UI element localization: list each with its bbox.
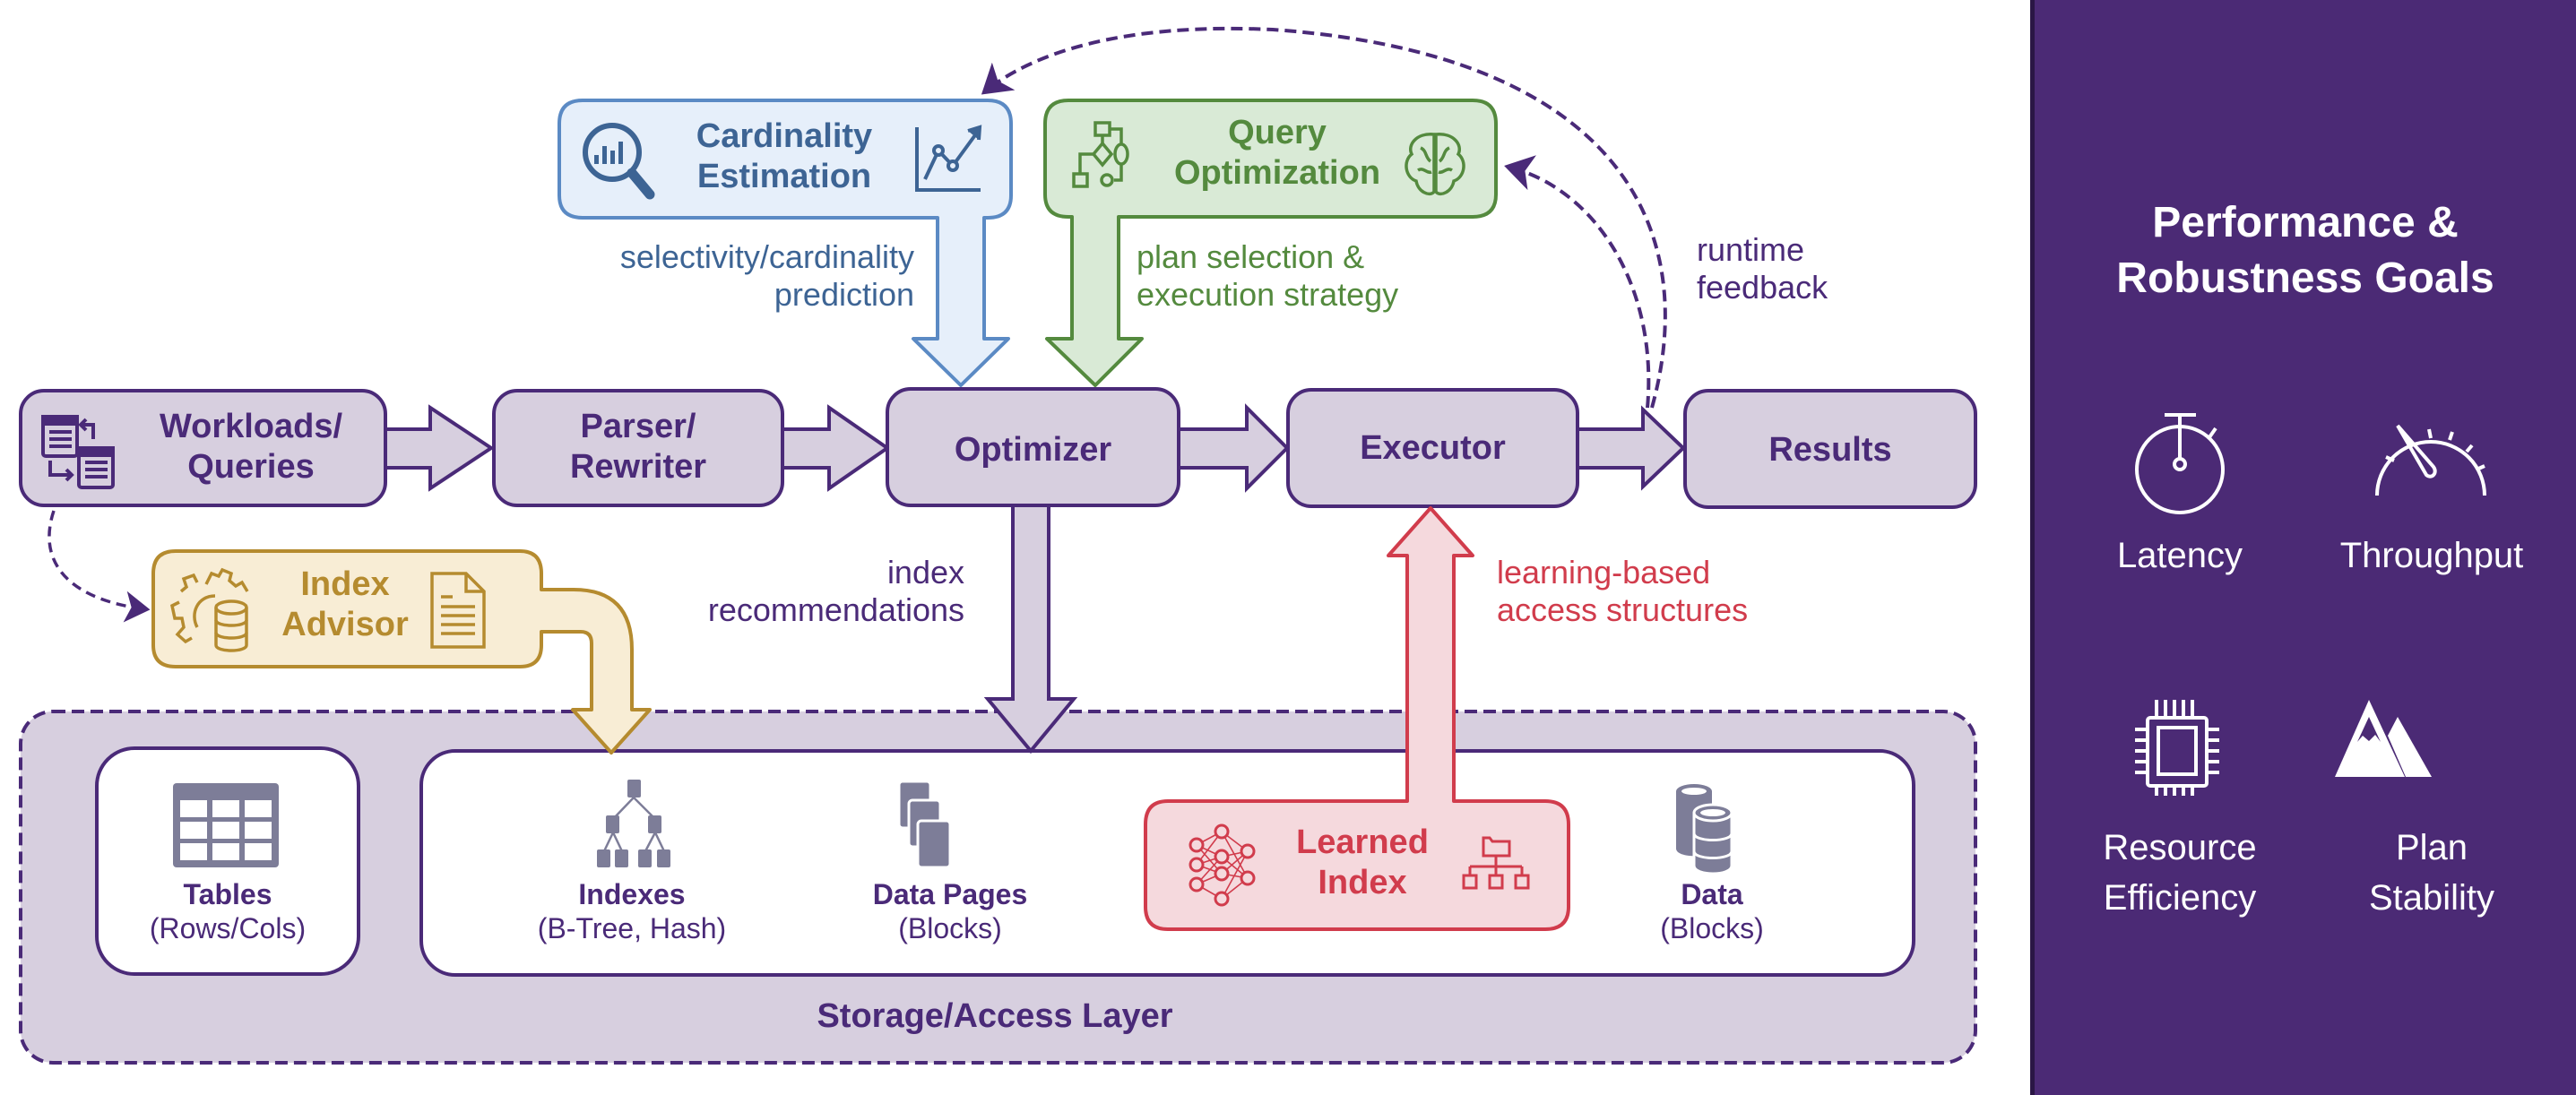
learned-index-title-line1: Learned [1296, 823, 1429, 861]
document-icon [430, 572, 486, 649]
learned-index-title-line2: Index [1318, 863, 1407, 901]
cpu-chip-icon [2135, 700, 2219, 796]
index-advisor-title-line1: Index [300, 565, 390, 603]
table-grid-icon [173, 783, 279, 867]
workloads-label: Workloads/ Queries [134, 407, 367, 487]
brain-icon [1405, 133, 1465, 196]
cardinality-estimation-box[interactable] [558, 99, 1013, 387]
goal-plan-stability: Plan Stability [2320, 823, 2544, 923]
storage-layer-label: Storage/Access Layer [817, 997, 1173, 1035]
query-optimization-title-line1: Query [1228, 114, 1327, 151]
index-recommendations-label: index recommendations [627, 554, 964, 630]
executor-box[interactable] [1286, 388, 1579, 508]
index-advisor-box[interactable] [151, 549, 652, 754]
goal-label-line2: Stability [2368, 878, 2495, 918]
index-recommendations-line1: index [886, 554, 964, 591]
stopwatch-icon [2135, 413, 2225, 514]
storage-item-title: Indexes [578, 878, 686, 910]
storage-item-subtitle: (Rows/Cols) [149, 911, 307, 944]
arrow-optimizer-to-executor [1176, 403, 1290, 493]
learned-index-caption-line1: learning-based [1497, 554, 1711, 591]
storage-item-title: Data [1681, 878, 1743, 910]
storage-item-data: Data (Blocks) [1586, 878, 1837, 946]
goals-title-line2: Robustness Goals [2116, 254, 2494, 303]
index-advisor-title-line2: Advisor [281, 605, 409, 643]
folder-hierarchy-icon [1462, 836, 1530, 890]
query-optimization-box[interactable] [1043, 99, 1498, 387]
cardinality-caption-line2: prediction [774, 276, 914, 314]
goal-label-line1: Latency [2116, 536, 2243, 575]
runtime-feedback-label: runtime feedback [1697, 231, 1930, 307]
gear-database-icon [170, 567, 249, 652]
goal-label-line1: Plan [2395, 828, 2468, 867]
goal-throughput: Throughput [2320, 535, 2544, 577]
goals-title-line1: Performance & [2152, 199, 2459, 246]
storage-item-tables: Tables (Rows/Cols) [97, 878, 359, 946]
cardinality-title-line2: Estimation [696, 157, 872, 195]
workloads-label-line2: Queries [187, 447, 315, 486]
storage-item-subtitle: (Blocks) [898, 911, 1002, 944]
storage-item-data-pages: Data Pages (Blocks) [825, 878, 1076, 946]
executor-label: Executor [1360, 429, 1506, 467]
query-optimization-title-line2: Optimization [1173, 153, 1381, 192]
speedometer-icon [2375, 424, 2486, 496]
results-label: Results [1768, 431, 1892, 469]
parser-label-line2: Rewriter [569, 447, 707, 486]
query-optimization-title: Query Optimization [1147, 113, 1407, 194]
results-box[interactable] [1683, 389, 1977, 509]
flowchart-icon [1072, 121, 1129, 188]
goal-label-line1: Resource [2103, 828, 2257, 867]
query-optimization-caption-line2: execution strategy [1137, 276, 1399, 314]
optimizer-box[interactable] [886, 387, 1180, 507]
parser-label-line1: Parser/ [580, 408, 696, 445]
mountain-icon [2335, 700, 2432, 777]
learned-index-caption: learning-based access structures [1497, 554, 1873, 630]
optimizer-label: Optimizer [954, 431, 1112, 469]
query-optimization-caption: plan selection & execution strategy [1137, 238, 1567, 315]
magnifier-chart-icon [583, 123, 655, 200]
cardinality-caption-line1: selectivity/cardinality [619, 238, 914, 275]
runtime-feedback-arc-to-cardinality [981, 26, 1667, 409]
goal-label-line2: Efficiency [2103, 878, 2257, 918]
index-recommendations-arrow [983, 500, 1078, 754]
cardinality-title-line1: Cardinality [696, 117, 873, 155]
goals-icons [2135, 413, 2486, 796]
learned-index-caption-line2: access structures [1497, 591, 1749, 629]
goals-panel: Performance & Robustness Goals [2030, 0, 2576, 1095]
goal-latency: Latency [2081, 535, 2278, 577]
goal-resource-efficiency: Resource Efficiency [2081, 823, 2278, 923]
goals-title: Performance & Robustness Goals [2035, 195, 2576, 307]
cardinality-caption: selectivity/cardinality prediction [502, 238, 914, 315]
database-cylinders-icon [1676, 784, 1733, 875]
goal-label-line1: Throughput [2339, 536, 2524, 575]
arrow-executor-to-results [1573, 405, 1686, 491]
runtime-feedback-line2: feedback [1697, 269, 1828, 306]
line-chart-trend-icon [915, 125, 982, 192]
neural-network-icon [1189, 823, 1256, 907]
parser-label: Parser/ Rewriter [494, 407, 782, 487]
learned-index-title: Learned Index [1264, 823, 1461, 903]
stacked-pages-icon [897, 780, 952, 869]
workloads-to-index-advisor-arc [48, 510, 151, 623]
index-advisor-title: Index Advisor [260, 565, 430, 645]
arrow-workloads-to-parser [381, 404, 495, 492]
runtime-feedback-line1: runtime [1697, 231, 1805, 268]
runtime-feedback-arc-to-query-opt [1504, 155, 1651, 409]
cardinality-title: Cardinality Estimation [663, 116, 905, 197]
storage-item-subtitle: (B-Tree, Hash) [537, 911, 727, 944]
storage-item-subtitle: (Blocks) [1660, 911, 1764, 944]
storage-item-title: Data Pages [872, 878, 1028, 910]
parser-rewriter-box[interactable] [492, 389, 784, 507]
query-optimization-caption-line1: plan selection & [1137, 238, 1365, 275]
workloads-label-line1: Workloads/ [159, 408, 343, 445]
storage-item-title: Tables [183, 878, 272, 910]
index-recommendations-line2: recommendations [707, 591, 964, 629]
tree-icon [597, 780, 670, 867]
storage-item-indexes: Indexes (B-Tree, Hash) [502, 878, 762, 946]
query-swap-icon [41, 415, 115, 489]
arrow-parser-to-optimizer [780, 404, 891, 492]
learned-index-box[interactable] [1144, 506, 1570, 931]
